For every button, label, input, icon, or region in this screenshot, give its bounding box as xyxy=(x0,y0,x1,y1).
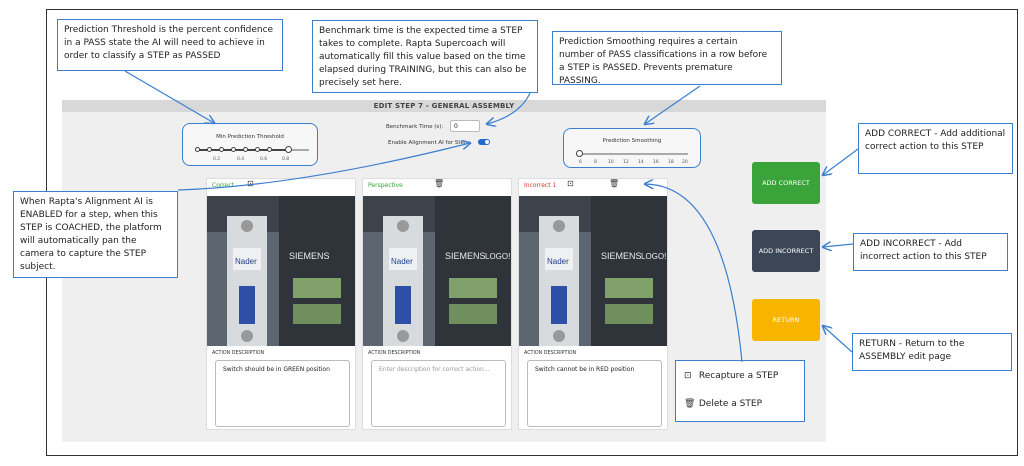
tick-label: 10 xyxy=(608,160,614,165)
min-threshold-slider[interactable]: Min Prediction Threshold 0.2 0.4 0.6 0.8 xyxy=(182,123,318,166)
slider-track xyxy=(576,153,688,155)
action-description-input[interactable]: Switch cannot be in RED position xyxy=(527,360,662,427)
add-correct-button[interactable]: ADD CORRECT xyxy=(752,162,820,204)
min-threshold-title: Min Prediction Threshold xyxy=(216,134,284,140)
tick-label: 0.6 xyxy=(260,157,268,162)
crop-icon[interactable]: ⊡ xyxy=(567,179,574,188)
add-correct-callout: ADD CORRECT - Add additional correct act… xyxy=(858,123,1013,174)
tick-label: 0.4 xyxy=(237,157,245,162)
add-incorrect-button[interactable]: ADD INCORRECT xyxy=(752,230,820,272)
tick-label: 16 xyxy=(653,160,659,165)
step-image: SIEMENS LOGO! Nader xyxy=(519,196,667,346)
smoothing-title: Prediction Smoothing xyxy=(602,138,662,144)
alignment-label: Enable Alignment AI for Step: xyxy=(388,140,470,146)
siemens-label: SIEMENS xyxy=(289,251,330,261)
trash-icon: 🗑 xyxy=(684,399,696,409)
alignment-toggle[interactable] xyxy=(478,139,490,145)
legend-delete-label: Delete a STEP xyxy=(698,399,763,409)
legend-recapture-label: Recapture a STEP xyxy=(698,371,779,381)
siemens-label: SIEMENS xyxy=(445,251,486,261)
tick-label: 12 xyxy=(623,160,629,165)
card-title: Correct xyxy=(212,182,234,189)
action-card-incorrect: Incorrect 1 ⊡ 🗑 SIEMENS LOGO! Nader ACTI… xyxy=(518,178,668,430)
crop-icon[interactable]: ⊡ xyxy=(247,179,254,188)
return-button[interactable]: RETURN xyxy=(752,299,820,341)
slider-thumb[interactable] xyxy=(576,150,583,157)
switch-brand-label: Nader xyxy=(235,257,257,266)
tick-label: 0.8 xyxy=(282,157,290,162)
step-image: SIEMENS LOGO! Nader xyxy=(363,196,511,346)
card-title: Incorrect 1 xyxy=(524,182,557,189)
siemens-label: SIEMENS xyxy=(601,251,642,261)
tick-label: 8 xyxy=(594,160,597,165)
action-card-perspective: Perspective 🗑 SIEMENS LOGO! Nader ACTION… xyxy=(362,178,512,430)
page-title: EDIT STEP 7 - GENERAL ASSEMBLY xyxy=(62,100,826,112)
icon-legend: ⊡ Recapture a STEP 🗑 Delete a STEP xyxy=(675,360,805,422)
trash-icon[interactable]: 🗑 xyxy=(434,179,445,188)
tick-label: 0.2 xyxy=(213,157,221,162)
switch-brand-label: Nader xyxy=(547,257,569,266)
trash-icon[interactable]: 🗑 xyxy=(609,179,620,188)
desc-label: ACTION DESCRIPTION xyxy=(524,351,577,356)
action-description-input[interactable]: Switch should be in GREEN position xyxy=(215,360,350,427)
add-incorrect-callout: ADD INCORRECT - Add incorrect action to … xyxy=(853,233,1008,271)
tick-label: 18 xyxy=(668,160,674,165)
slider-thumb[interactable] xyxy=(285,146,292,153)
legend-delete: 🗑 Delete a STEP xyxy=(684,399,762,409)
logo-label: LOGO! xyxy=(485,252,510,261)
smoothing-callout: Prediction Smoothing requires a certain … xyxy=(552,31,782,86)
slider-fill xyxy=(195,149,287,151)
return-callout: RETURN - Return to the ASSEMBLY edit pag… xyxy=(852,333,1012,371)
action-description-input[interactable]: Enter description for correct action... xyxy=(371,360,506,427)
switch-brand-label: Nader xyxy=(391,257,413,266)
legend-recapture: ⊡ Recapture a STEP xyxy=(684,371,778,381)
tick-label: 14 xyxy=(638,160,644,165)
logo-label: LOGO! xyxy=(641,252,666,261)
desc-label: ACTION DESCRIPTION xyxy=(212,351,265,356)
alignment-callout: When Rapta's Alignment AI is ENABLED for… xyxy=(13,191,178,278)
crop-icon: ⊡ xyxy=(684,371,692,381)
benchmark-callout: Benchmark time is the expected time a ST… xyxy=(312,20,538,93)
prediction-smoothing-slider[interactable]: Prediction Smoothing 6 8 10 12 14 16 18 … xyxy=(563,128,701,168)
step-image: SIEMENS Nader xyxy=(207,196,355,346)
benchmark-label: Benchmark Time (s): xyxy=(386,124,444,130)
threshold-callout: Prediction Threshold is the percent conf… xyxy=(57,19,283,71)
card-title: Perspective xyxy=(368,182,403,189)
desc-label: ACTION DESCRIPTION xyxy=(368,351,421,356)
benchmark-time-input[interactable]: 0 xyxy=(450,120,480,132)
tick-label: 20 xyxy=(682,160,688,165)
action-card-correct: Correct ⊡ SIEMENS Nader ACTION DESCRIPTI… xyxy=(206,178,356,430)
tick-label: 6 xyxy=(579,160,582,165)
